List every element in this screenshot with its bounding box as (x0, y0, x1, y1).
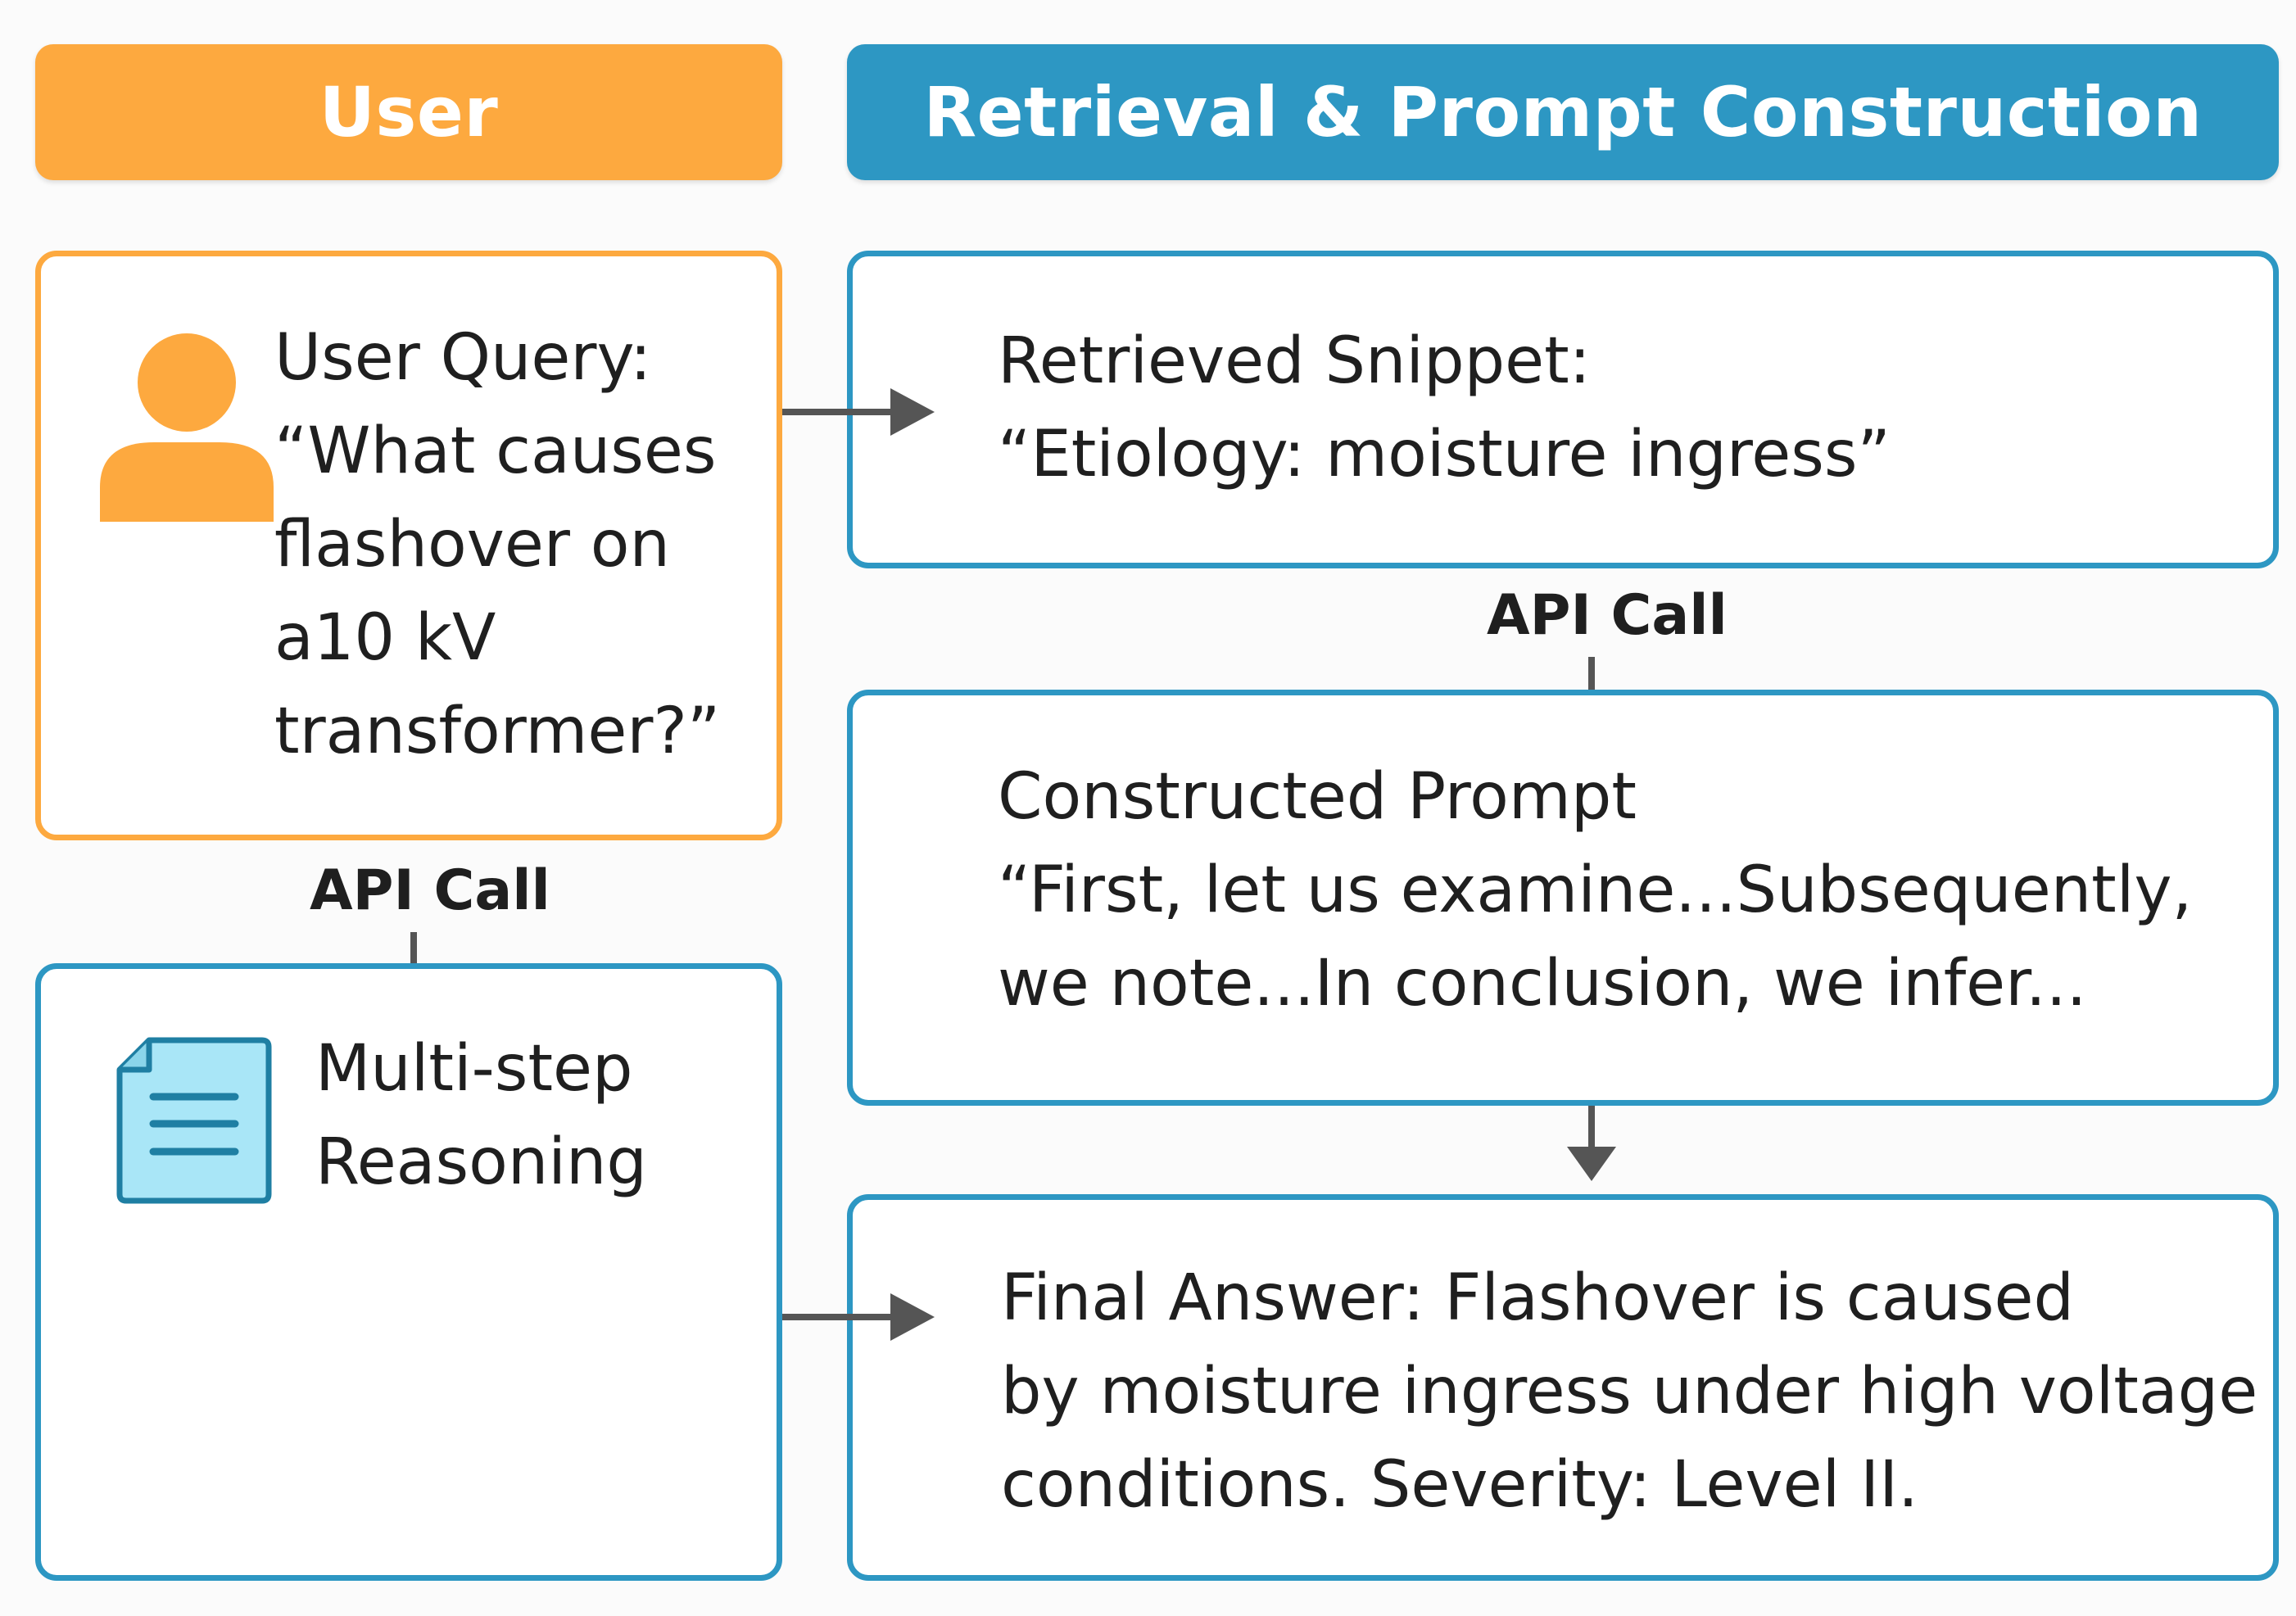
arrow-query-to-snippet (782, 388, 935, 436)
api-call-tick-right (1588, 657, 1595, 690)
document-icon (116, 1037, 272, 1204)
constructed-prompt-text: Constructed Prompt “First, let us examin… (998, 760, 2193, 1021)
user-icon (100, 333, 274, 522)
user-lane-title: User (319, 72, 499, 152)
arrow-reasoning-to-answer (782, 1293, 935, 1341)
retrieval-lane-header: Retrieval & Prompt Construction (847, 44, 2279, 180)
final-answer-text: Final Answer: Flashover is caused by moi… (1001, 1261, 2258, 1522)
final-answer-box (847, 1194, 2279, 1581)
retrieval-lane-title: Retrieval & Prompt Construction (923, 72, 2203, 152)
retrieved-snippet-text: Retrieved Snippet: “Etiology: moisture i… (998, 324, 1891, 491)
constructed-prompt-box (847, 690, 2279, 1106)
arrow-prompt-to-answer (1567, 1106, 1616, 1181)
user-lane-header: User (35, 44, 782, 180)
retrieved-snippet-box (847, 251, 2279, 568)
api-call-label-right: API Call (1487, 583, 1728, 648)
user-query-text: User Query: “What causes flashover on a1… (274, 321, 721, 768)
api-call-tick-left (410, 932, 417, 963)
reasoning-text: Multi-step Reasoning (315, 1032, 647, 1199)
api-call-label-left: API Call (310, 858, 550, 923)
